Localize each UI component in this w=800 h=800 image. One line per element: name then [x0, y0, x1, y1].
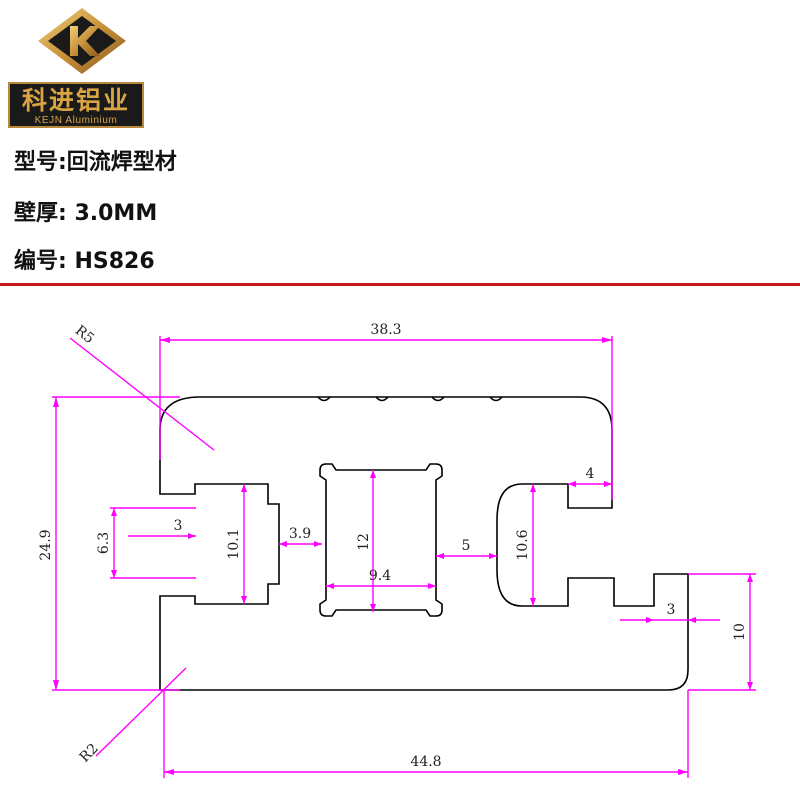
company-logo: 科进铝业 KEJN Aluminium — [8, 6, 144, 130]
dim-10: 10 — [732, 623, 748, 641]
dim-bottom-width: 44.8 — [410, 754, 441, 770]
dim-12: 12 — [356, 533, 372, 551]
dim-4: 4 — [586, 466, 595, 482]
center-cavity — [319, 463, 443, 617]
dim-9-4: 9.4 — [369, 568, 391, 584]
dim-5: 5 — [462, 538, 471, 554]
logo-chinese-name: 科进铝业 — [21, 86, 130, 115]
groove-3 — [431, 396, 445, 402]
logo-english-name: KEJN Aluminium — [34, 115, 118, 126]
dim-r2: R2 — [77, 741, 102, 766]
dim-10-6: 10.6 — [515, 529, 531, 560]
wall-thickness-label: 壁厚: 3.0MM — [14, 201, 158, 226]
k-logo-icon — [38, 8, 126, 74]
dim-10-1: 10.1 — [226, 528, 242, 559]
dim-6-3: 6.3 — [96, 532, 112, 554]
groove-1 — [317, 396, 331, 402]
dimension-arrows — [53, 337, 753, 775]
dim-3-left: 3 — [174, 518, 183, 534]
groove-2 — [375, 396, 389, 402]
outer-contour — [159, 396, 689, 691]
model-label: 型号:回流焊型材 — [14, 150, 177, 175]
profile-drawing: 38.3 24.9 44.8 R5 R2 4 6.3 3 10.1 3.9 12… — [38, 322, 756, 778]
dimension-lines — [52, 336, 756, 778]
profile-outline — [159, 396, 689, 691]
dim-3-9: 3.9 — [289, 526, 311, 542]
groove-4 — [489, 396, 503, 402]
dim-3-right: 3 — [667, 602, 676, 618]
dim-r5: R5 — [72, 323, 97, 348]
dim-top-width: 38.3 — [370, 322, 401, 338]
logo-plate: 科进铝业 KEJN Aluminium — [8, 82, 144, 128]
dimension-labels: 38.3 24.9 44.8 R5 R2 4 6.3 3 10.1 3.9 12… — [38, 322, 748, 770]
red-divider — [0, 283, 800, 286]
dim-height: 24.9 — [38, 529, 54, 560]
part-code-label: 编号: HS826 — [14, 249, 155, 274]
